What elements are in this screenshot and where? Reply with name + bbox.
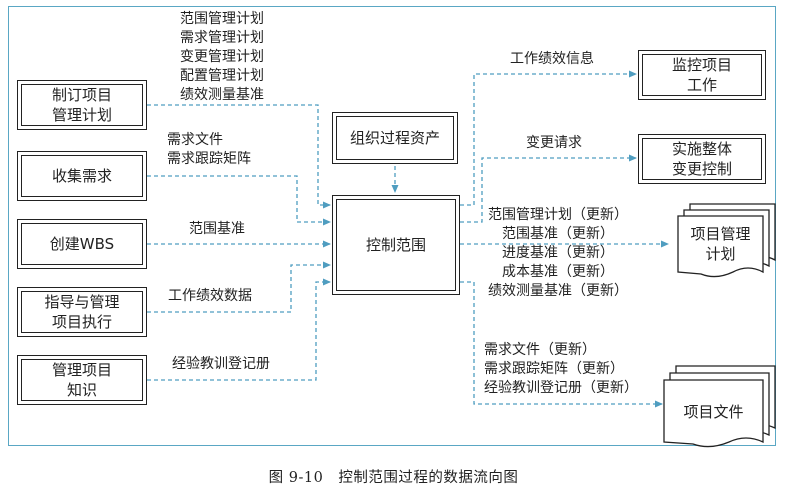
input-label: 创建WBS (49, 235, 115, 253)
arrow-center-to-monitor (460, 70, 637, 206)
output-label: 实施整体 变更控制 (671, 140, 732, 178)
arrow-pm-plan-to-center (147, 104, 331, 209)
input-box-develop-pm-plan: 制订项目 管理计划 (17, 80, 147, 130)
output-label: 监控项目 工作 (671, 56, 732, 94)
flow-label-work-perf-data: 工作绩效数据 (168, 288, 252, 304)
arrow-knowledge-to-center (147, 278, 331, 381)
arrow-work-data-to-center (147, 261, 331, 313)
flow-label-wbs-items: 范围基准 (189, 221, 245, 237)
input-box-collect-requirements: 收集需求 (17, 151, 147, 201)
flow-label-work-perf-info: 工作绩效信息 (510, 51, 594, 67)
arrow-center-to-change (460, 154, 637, 223)
flow-label-pm-plan-items: 范围管理计划 需求管理计划 变更管理计划 配置管理计划 绩效测量基准 (180, 11, 264, 103)
pm-plan-doc: 项目管理 计划 (678, 216, 763, 272)
flow-label-doc-updates: 需求文件（更新） 需求跟踪矩阵（更新） 经验教训登记册（更新） (484, 342, 638, 396)
input-box-manage-knowledge: 管理项目 知识 (17, 355, 147, 405)
flow-label-lessons: 经验教训登记册 (172, 356, 270, 372)
project-docs-stack (663, 365, 776, 448)
arrow-requirements-to-center (147, 175, 331, 226)
flow-label-requirements-items: 需求文件 需求跟踪矩阵 (167, 132, 251, 167)
output-box-integrated-change: 实施整体 变更控制 (638, 134, 766, 184)
input-label: 收集需求 (51, 167, 112, 185)
figure-caption: 图 9-10 控制范围过程的数据流向图 (268, 470, 519, 486)
input-label: 制订项目 管理计划 (51, 86, 112, 124)
output-box-monitor-work: 监控项目 工作 (638, 50, 766, 100)
org-assets-box: 组织过程资产 (332, 112, 458, 164)
arrow-center-to-project-docs (460, 281, 663, 408)
pm-plan-doc-stack (677, 203, 776, 278)
control-scope-label: 控制范围 (365, 236, 426, 254)
input-label: 管理项目 知识 (51, 361, 112, 399)
input-box-direct-manage-work: 指导与管理 项目执行 (17, 287, 147, 337)
org-assets-label: 组织过程资产 (349, 129, 440, 147)
project-docs: 项目文件 (664, 380, 763, 442)
project-docs-label: 项目文件 (683, 403, 744, 421)
flow-label-plan-updates: 范围管理计划（更新） 范围基准（更新） 进度基准（更新） 成本基准（更新） 绩效… (488, 207, 628, 299)
flow-label-change-requests: 变更请求 (526, 135, 582, 151)
pm-plan-doc-label: 项目管理 计划 (690, 225, 751, 263)
input-label: 指导与管理 项目执行 (44, 293, 120, 331)
input-box-create-wbs: 创建WBS (17, 219, 147, 269)
control-scope-box: 控制范围 (332, 195, 460, 295)
